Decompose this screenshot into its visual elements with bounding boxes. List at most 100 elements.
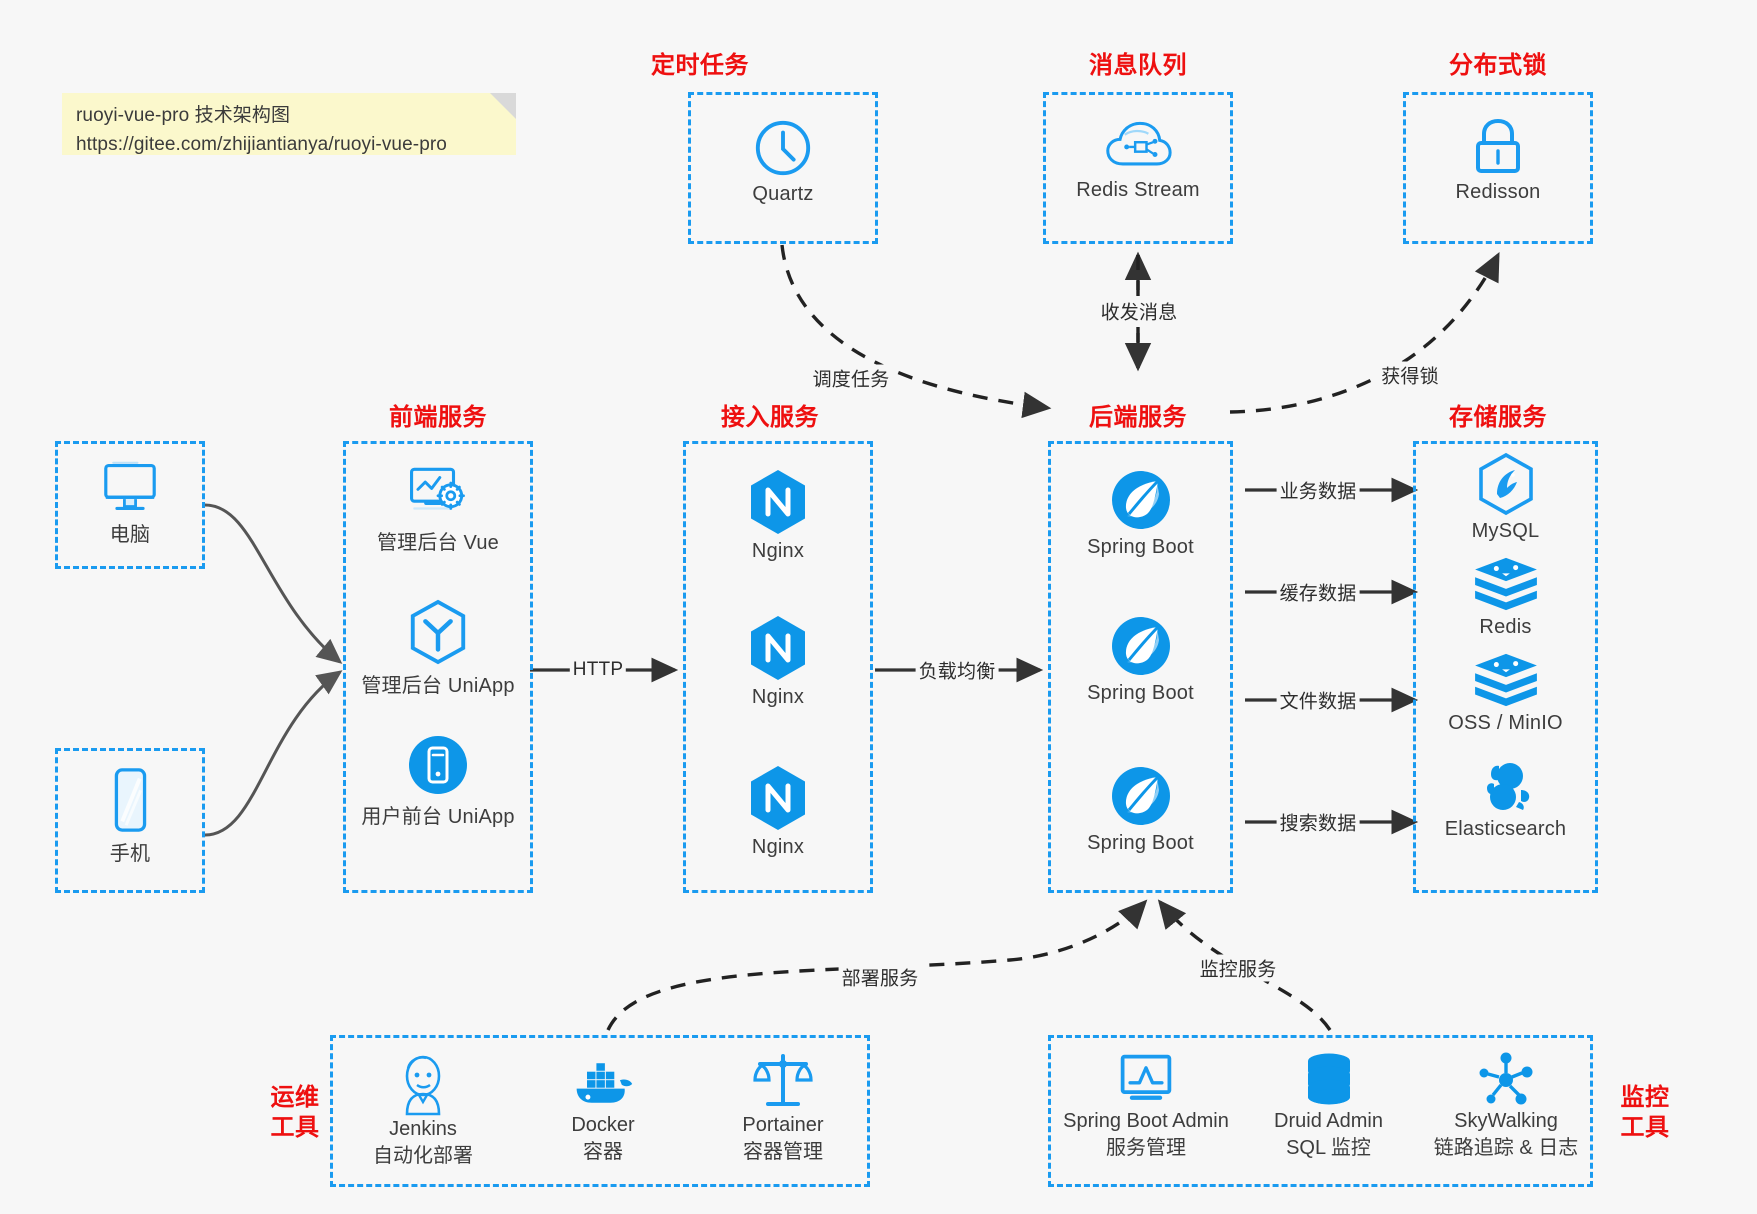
node-redis-stream: Redis Stream: [1046, 117, 1230, 202]
group-box-scheduled-task: Quartz: [688, 92, 878, 244]
group-box-frontend-service: 管理后台 Vue 管理后台 UniApp 用户前台 UniApp: [343, 441, 533, 893]
nginx-icon: [751, 470, 805, 534]
node-label: 用户前台 UniApp: [361, 806, 515, 828]
node-quartz: Quartz: [691, 117, 875, 206]
scales-icon: [753, 1054, 813, 1106]
node-sublabel: 链路追踪 & 日志: [1433, 1137, 1579, 1159]
group-box-phone: 手机: [55, 748, 205, 893]
node-nginx-3: Nginx: [686, 764, 870, 859]
node-admin-uniapp: 管理后台 UniApp: [346, 599, 530, 698]
group-title-access-service: 接入服务: [721, 404, 819, 431]
node-label: Elasticsearch: [1444, 818, 1567, 840]
nginx-icon: [751, 766, 805, 830]
edge-label-send-receive-message: 收发消息: [1097, 297, 1181, 325]
group-title-message-queue: 消息队列: [1089, 52, 1187, 79]
elasticsearch-icon: [1486, 763, 1529, 810]
node-label: Nginx: [751, 540, 805, 562]
node-sublabel: 自动化部署: [373, 1145, 473, 1167]
group-title-devops-tools: 运维 工具: [258, 1083, 332, 1143]
node-label: Redis: [1479, 616, 1532, 638]
group-title-frontend-service: 前端服务: [389, 404, 487, 431]
edge-label-load-balance: 负载均衡: [915, 656, 999, 684]
nginx-icon: [751, 616, 805, 680]
edge-label-monitor-service: 监控服务: [1196, 954, 1280, 982]
spring-boot-icon: [1111, 617, 1170, 675]
node-label: 管理后台 UniApp: [361, 675, 515, 697]
node-label: 电脑: [109, 524, 151, 546]
node-label: MySQL: [1471, 520, 1540, 542]
group-box-message-queue: Redis Stream: [1043, 92, 1233, 244]
group-box-backend-service: Spring Boot Spring Boot Spring Boot: [1048, 441, 1233, 893]
devops-title-line-2: 工具: [270, 1114, 320, 1141]
node-nginx-2: Nginx: [686, 614, 870, 709]
spring-boot-icon: [1111, 471, 1170, 529]
mobile-app-icon: [409, 736, 467, 794]
node-label: Spring Boot: [1087, 832, 1194, 854]
group-title-backend-service: 后端服务: [1089, 404, 1187, 431]
edge-label-deploy-service: 部署服务: [838, 963, 922, 991]
note-title: ruoyi-vue-pro 技术架构图: [76, 105, 291, 126]
node-label: Jenkins: [389, 1118, 457, 1140]
edge-label-schedule-task: 调度任务: [809, 364, 893, 392]
monitor-chart-icon: [1120, 1054, 1172, 1100]
node-label: SkyWalking: [1454, 1110, 1558, 1132]
node-druid-admin: Druid Admin SQL 监控: [1241, 1052, 1416, 1162]
group-box-distributed-lock: Redisson: [1403, 92, 1593, 244]
node-label: Redis Stream: [1076, 179, 1200, 201]
redis-icon: [1474, 653, 1537, 707]
node-spring-boot-admin: Spring Boot Admin 服务管理: [1051, 1052, 1241, 1162]
node-jenkins: Jenkins 自动化部署: [333, 1054, 513, 1170]
node-user-uniapp: 用户前台 UniApp: [346, 734, 530, 829]
cloud-network-icon: [1106, 121, 1172, 166]
node-label: Quartz: [752, 183, 814, 205]
group-box-access-service: Nginx Nginx Nginx: [683, 441, 873, 893]
edge-label-business-data: 业务数据: [1276, 476, 1360, 504]
dashboard-gear-icon: [410, 467, 465, 510]
docker-icon: [576, 1063, 633, 1103]
edge-label-file-data: 文件数据: [1276, 686, 1360, 714]
node-label: Spring Boot: [1087, 536, 1194, 558]
node-nginx-1: Nginx: [686, 468, 870, 563]
node-label: Spring Boot: [1087, 682, 1194, 704]
node-sublabel: 容器: [583, 1141, 623, 1163]
group-box-storage-service: MySQL Redis OSS / MinIO: [1413, 441, 1598, 893]
node-label: Nginx: [751, 836, 805, 858]
node-redisson: Redisson: [1406, 117, 1590, 204]
edge-label-acquire-lock: 获得锁: [1378, 361, 1442, 389]
group-title-scheduled-task: 定时任务: [651, 52, 749, 79]
node-spring-boot-3: Spring Boot: [1051, 764, 1230, 855]
node-label: Docker: [571, 1114, 635, 1136]
node-phone: 手机: [58, 767, 202, 866]
smartphone-icon: [114, 768, 147, 832]
node-skywalking: SkyWalking 链路追踪 & 日志: [1416, 1052, 1596, 1162]
node-label: 手机: [109, 843, 151, 865]
node-admin-vue: 管理后台 Vue: [346, 464, 530, 555]
hexagon-uniapp-icon: [410, 599, 466, 665]
monitor-title-line-2: 工具: [1620, 1114, 1670, 1141]
redis-icon: [1474, 557, 1537, 611]
monitor-title-line-1: 监控: [1620, 1084, 1670, 1111]
group-box-monitor-tools: Spring Boot Admin 服务管理 Druid Admin SQL 监…: [1048, 1035, 1593, 1187]
note-fold-corner: [490, 93, 516, 119]
group-box-computer: 电脑: [55, 441, 205, 569]
clock-icon: [755, 120, 811, 176]
group-title-monitor-tools: 监控 工具: [1608, 1083, 1682, 1143]
node-label: Nginx: [751, 686, 805, 708]
group-box-devops-tools: Jenkins 自动化部署 Docker 容器: [330, 1035, 870, 1187]
group-title-distributed-lock: 分布式锁: [1449, 52, 1547, 79]
node-oss-minio: OSS / MinIO: [1416, 652, 1595, 735]
node-label: Druid Admin: [1274, 1110, 1383, 1132]
database-icon: [1307, 1053, 1350, 1105]
node-label: OSS / MinIO: [1448, 712, 1563, 734]
note-url: https://gitee.com/zhijiantianya/ruoyi-vu…: [76, 134, 447, 156]
node-label: Redisson: [1455, 181, 1541, 203]
node-sublabel: 容器管理: [743, 1141, 823, 1163]
edge-label-http: HTTP: [569, 659, 627, 681]
node-sublabel: SQL 监控: [1286, 1137, 1371, 1159]
node-mysql: MySQL: [1416, 452, 1595, 543]
node-sublabel: 服务管理: [1106, 1137, 1186, 1159]
edge-label-cache-data: 缓存数据: [1276, 578, 1360, 606]
node-docker: Docker 容器: [513, 1054, 693, 1166]
node-computer: 电脑: [58, 460, 202, 547]
node-portainer: Portainer 容器管理: [693, 1052, 873, 1166]
